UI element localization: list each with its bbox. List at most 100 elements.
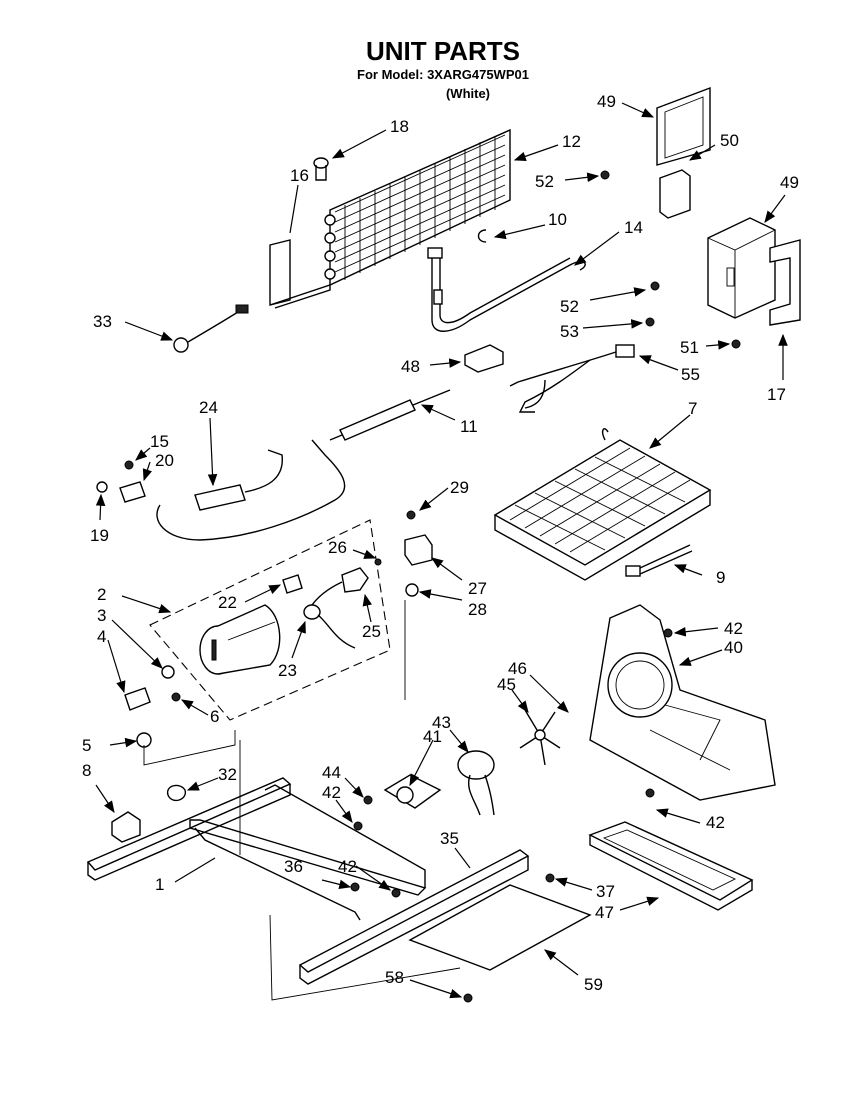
callout-9: 9 (716, 568, 725, 587)
callout-40: 40 (724, 638, 743, 657)
callout-26: 26 (328, 538, 347, 557)
terminal-part-26 (374, 558, 382, 566)
callout-42-rail: 42 (338, 857, 357, 876)
callout-58: 58 (385, 968, 404, 987)
callout-18: 18 (390, 117, 409, 136)
callout-2: 2 (97, 585, 106, 604)
base-rail-part-1 (86, 777, 427, 921)
screw-part-6 (171, 692, 181, 702)
rail-part-35 (298, 849, 530, 985)
callout-33: 33 (93, 312, 112, 331)
callout-15: 15 (150, 432, 169, 451)
harness-part-55 (509, 344, 635, 413)
callout-6: 6 (210, 707, 219, 726)
callout-17: 17 (767, 385, 786, 404)
callout-50: 50 (720, 131, 739, 150)
callout-43: 43 (432, 713, 451, 732)
callout-27: 27 (468, 579, 487, 598)
callout-20: 20 (155, 451, 174, 470)
clip-part-22 (282, 574, 303, 594)
sleeve-part-4 (124, 687, 151, 711)
washer-part-19 (96, 481, 108, 493)
callout-45: 45 (497, 675, 516, 694)
routing-line (143, 600, 461, 1001)
callout-52-top: 52 (535, 172, 554, 191)
callout-23: 23 (278, 661, 297, 680)
callout-55: 55 (681, 365, 700, 384)
callout-42-top: 42 (724, 619, 743, 638)
callout-16: 16 (290, 166, 309, 185)
clamp-part-20 (119, 481, 146, 503)
harness-part-33 (173, 304, 249, 353)
bracket-part-49-top (656, 86, 711, 166)
callout-42-motor: 42 (322, 783, 341, 802)
callout-10: 10 (548, 210, 567, 229)
page-title: UNIT PARTS (366, 36, 520, 66)
clip-part-10 (477, 229, 487, 243)
screw-part-36 (350, 882, 360, 892)
control-box-part-49 (707, 217, 801, 326)
capillary-part-24 (156, 439, 346, 541)
callout-44: 44 (322, 763, 341, 782)
callout-53: 53 (560, 322, 579, 341)
fan-motor-part-43 (457, 750, 495, 816)
callout-37: 37 (596, 882, 615, 901)
compressor-group-outline (149, 519, 391, 721)
callout-32: 32 (218, 765, 237, 784)
screw-part-58 (463, 993, 473, 1003)
screw-part-42-motor (353, 821, 363, 831)
screw-part-52-top (600, 170, 610, 180)
condenser-part (269, 128, 511, 309)
relay-part-50 (659, 169, 691, 219)
screw-part-15 (124, 460, 134, 470)
callout-49-top: 49 (597, 92, 616, 111)
drain-tube-part-14 (427, 247, 586, 332)
callout-22: 22 (218, 593, 237, 612)
drain-pan-part-47 (588, 821, 754, 911)
callout-14: 14 (624, 218, 643, 237)
callout-52: 52 (560, 297, 579, 316)
callout-1: 1 (155, 875, 164, 894)
drier-part-11 (329, 389, 451, 441)
grommet-part-28 (405, 583, 419, 597)
relay-part-23 (303, 604, 356, 649)
callout-42-bottom: 42 (706, 813, 725, 832)
callout-36: 36 (284, 857, 303, 876)
callout-29: 29 (450, 478, 469, 497)
screw-part-42-top (663, 628, 673, 638)
callout-labels: 18 12 16 10 14 49 50 52 49 52 53 51 17 3… (82, 92, 799, 994)
fan-blade-part-45 (519, 709, 561, 766)
callout-11: 11 (460, 417, 478, 436)
callout-8: 8 (82, 761, 91, 780)
callout-47: 47 (595, 903, 614, 922)
grommet-part-5 (136, 732, 152, 748)
color-line: (White) (446, 86, 490, 101)
callout-28: 28 (468, 600, 487, 619)
clip-part-8 (111, 811, 141, 843)
bracket-part-41 (383, 774, 442, 809)
shroud-part-40 (589, 604, 776, 801)
callout-7: 7 (688, 399, 697, 418)
screw-part-44 (363, 795, 373, 805)
evaporator-part-7 (493, 428, 712, 581)
insulation-part-59 (408, 884, 592, 971)
callout-25: 25 (362, 622, 381, 641)
screw-part-52 (650, 281, 660, 291)
grommet-part-3 (161, 665, 175, 679)
screw-part-42-rail (391, 888, 401, 898)
screw-part-53 (645, 317, 655, 327)
overload-part-25 (309, 567, 369, 609)
callout-19: 19 (90, 526, 109, 545)
screw-part-29 (406, 510, 416, 520)
callout-46: 46 (508, 659, 527, 678)
callout-12: 12 (562, 132, 581, 151)
callout-51: 51 (680, 338, 699, 357)
callout-5: 5 (82, 736, 91, 755)
model-line: For Model: 3XARG475WP01 (357, 67, 529, 82)
cap-part-18 (313, 157, 329, 181)
callout-4: 4 (97, 627, 106, 646)
callout-59: 59 (584, 975, 603, 994)
tie-part-9 (625, 544, 693, 577)
callout-49-box: 49 (780, 173, 799, 192)
